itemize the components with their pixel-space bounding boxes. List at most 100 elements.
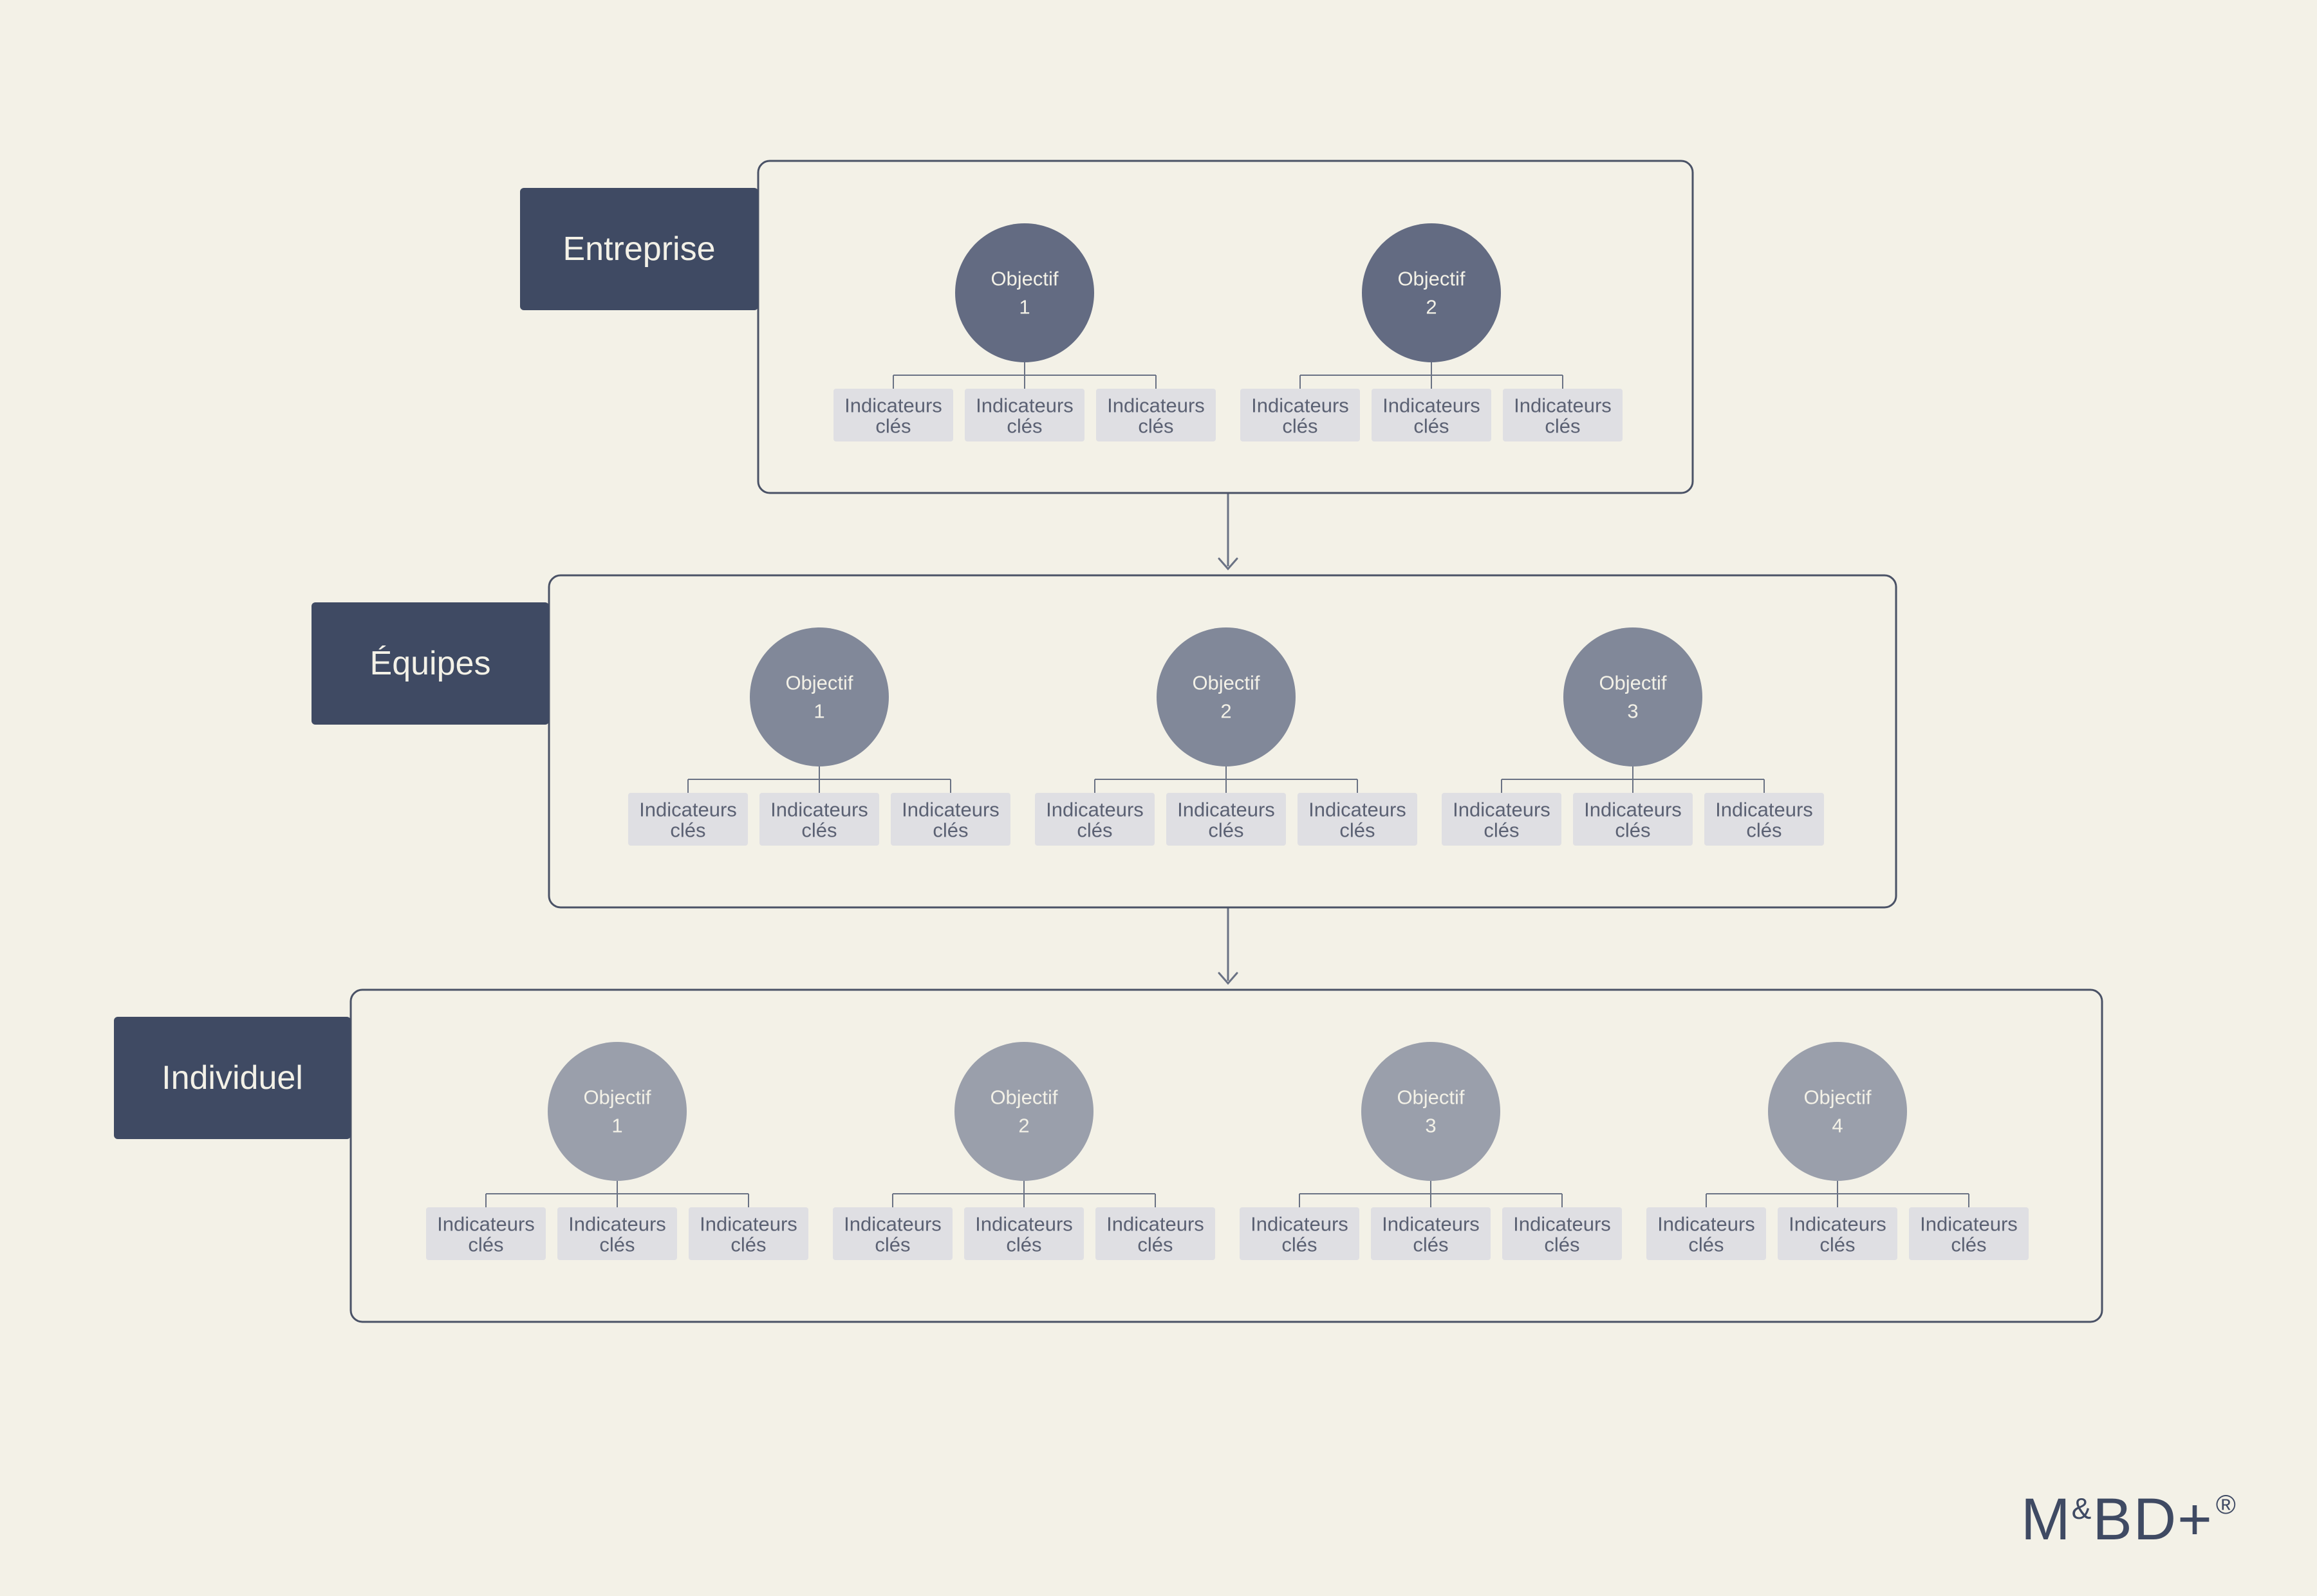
kpi-label-line1: Indicateurs <box>1308 799 1406 821</box>
kpi-label-line1: Indicateurs <box>700 1213 797 1236</box>
kpi-box-bg <box>1035 793 1155 846</box>
kpi-label-line1: Indicateurs <box>1251 394 1349 417</box>
kpi-label-line1: Indicateurs <box>1584 799 1682 821</box>
kpi-label-line2: clés <box>1615 819 1650 842</box>
objective-number: 2 <box>1018 1115 1029 1137</box>
kpi-label-line2: clés <box>1138 415 1173 438</box>
kpi-label-line2: clés <box>1545 415 1580 438</box>
kpi-box-bg <box>759 793 879 846</box>
kpi-label-line2: clés <box>933 819 968 842</box>
kpi-label-line1: Indicateurs <box>976 394 1074 417</box>
kpi-label-line2: clés <box>1413 1234 1448 1256</box>
kpi-label-line1: Indicateurs <box>1715 799 1813 821</box>
kpi-box-bg <box>628 793 748 846</box>
objective-circle <box>1157 627 1296 766</box>
kpi-label-line1: Indicateurs <box>1107 394 1205 417</box>
objective-title: Objectif <box>583 1086 651 1109</box>
objective-circle <box>1362 223 1501 362</box>
kpi-label-line2: clés <box>599 1234 635 1256</box>
level-2: ÉquipesObjectif1IndicateursclésIndicateu… <box>312 574 1897 909</box>
kpi-label-line1: Indicateurs <box>770 799 868 821</box>
objective-3: Objectif3IndicateursclésIndicateursclésI… <box>1442 627 1824 846</box>
kpi-label-line2: clés <box>1077 819 1112 842</box>
kpi-box-bg <box>1371 1207 1491 1260</box>
kpi-label-line2: clés <box>875 415 911 438</box>
kpi-box-bg <box>426 1207 546 1260</box>
kpi-box-bg <box>891 793 1010 846</box>
kpi-box-bg <box>689 1207 808 1260</box>
level-label: Équipes <box>370 645 491 682</box>
objective-1: Objectif1IndicateursclésIndicateursclésI… <box>833 223 1216 441</box>
kpi-label-line1: Indicateurs <box>568 1213 666 1236</box>
kpi-box-bg <box>1502 1207 1622 1260</box>
objective-number: 4 <box>1832 1115 1843 1137</box>
down-arrow-head <box>1218 972 1238 985</box>
objective-title: Objectif <box>785 672 853 694</box>
level-label: Individuel <box>162 1059 303 1097</box>
kpi-box-bg <box>964 1207 1084 1260</box>
kpi-label-line2: clés <box>875 1234 910 1256</box>
level-3: IndividuelObjectif1IndicateursclésIndica… <box>114 988 2103 1323</box>
logo-m: M <box>2021 1487 2072 1552</box>
kpi-label-line2: clés <box>1746 819 1782 842</box>
kpi-label-line1: Indicateurs <box>437 1213 535 1236</box>
objective-2: Objectif2IndicateursclésIndicateursclésI… <box>833 1042 1215 1260</box>
kpi-label-line1: Indicateurs <box>1789 1213 1886 1236</box>
kpi-box-bg <box>1573 793 1693 846</box>
objective-number: 1 <box>1019 296 1030 319</box>
down-arrow-head <box>1218 557 1238 571</box>
objective-circle <box>1768 1042 1907 1181</box>
objective-number: 2 <box>1426 296 1437 319</box>
objective-1: Objectif1IndicateursclésIndicateursclésI… <box>628 627 1010 846</box>
kpi-label-line1: Indicateurs <box>1382 1213 1480 1236</box>
objective-circle <box>750 627 889 766</box>
level-label-box <box>520 188 758 310</box>
kpi-label-line1: Indicateurs <box>844 394 942 417</box>
kpi-label-line2: clés <box>1006 1234 1041 1256</box>
kpi-label-line2: clés <box>1951 1234 1986 1256</box>
objective-number: 1 <box>611 1115 622 1137</box>
kpi-label-line1: Indicateurs <box>1177 799 1275 821</box>
kpi-label-line1: Indicateurs <box>1657 1213 1755 1236</box>
kpi-label-line1: Indicateurs <box>1514 394 1612 417</box>
level-frame <box>349 988 2103 1323</box>
kpi-label-line2: clés <box>1137 1234 1173 1256</box>
kpi-box-bg <box>1503 389 1623 441</box>
objective-circle <box>1563 627 1702 766</box>
objective-circle <box>955 223 1094 362</box>
objective-title: Objectif <box>1192 672 1260 694</box>
level-label-box <box>312 602 549 725</box>
kpi-label-line2: clés <box>468 1234 503 1256</box>
kpi-box-bg <box>1909 1207 2029 1260</box>
level-label-box <box>114 1017 351 1139</box>
objective-title: Objectif <box>1803 1086 1871 1109</box>
kpi-label-line1: Indicateurs <box>639 799 737 821</box>
kpi-box-bg <box>1096 389 1216 441</box>
objective-circle <box>954 1042 1093 1181</box>
logo-plus: + <box>2177 1487 2213 1552</box>
kpi-label-line1: Indicateurs <box>1453 799 1550 821</box>
level-frame <box>757 160 1694 494</box>
kpi-box-bg <box>1442 793 1561 846</box>
objective-3: Objectif3IndicateursclésIndicateursclésI… <box>1240 1042 1622 1260</box>
kpi-box-bg <box>965 389 1084 441</box>
logo-registered-mark: ® <box>2215 1489 2237 1519</box>
kpi-label-line2: clés <box>1208 819 1243 842</box>
objective-2: Objectif2IndicateursclésIndicateursclésI… <box>1035 627 1417 846</box>
kpi-label-line2: clés <box>1819 1234 1855 1256</box>
level-label: Entreprise <box>563 230 716 268</box>
objective-circle <box>548 1042 687 1181</box>
objective-title: Objectif <box>1397 1086 1464 1109</box>
